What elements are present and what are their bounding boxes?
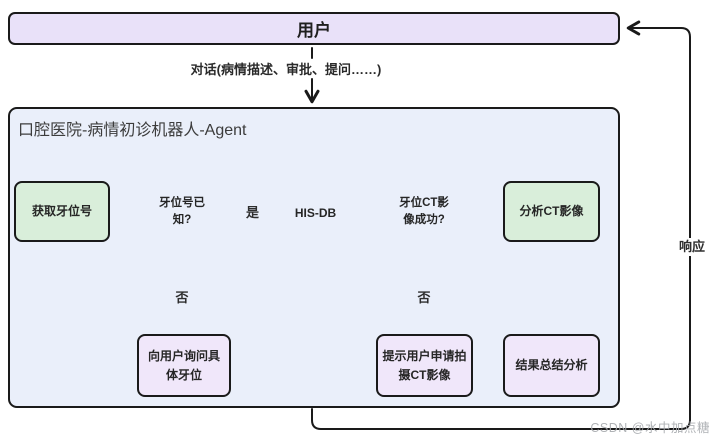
user-node: 用户 [8, 12, 620, 45]
node-ask-user-tooth: 向用户询问具体牙位 [137, 334, 231, 397]
node-get-tooth-number-label: 获取牙位号 [31, 204, 92, 219]
no-edge-label-right: 否 [411, 289, 437, 306]
decision-ct-ok-label: 牙位CT影像成功? [399, 197, 449, 227]
dialog-edge-label: 对话(病情描述、审批、提问……) [190, 62, 382, 77]
node-analyze-ct-label: 分析CT影像 [519, 204, 584, 219]
node-prompt-user-ct-label: 提示用户申请拍摄CT影像 [382, 348, 467, 382]
node-analyze-ct: 分析CT影像 [503, 181, 600, 242]
database-label: HIS-DB [294, 206, 337, 220]
decision-tooth-known-label: 牙位号已知? [159, 197, 205, 227]
user-node-label: 用户 [297, 21, 331, 40]
response-edge-label: 响应 [673, 238, 711, 256]
yes-edge-label: 是 [241, 204, 264, 221]
no-edge-label-left: 否 [169, 289, 195, 306]
node-prompt-user-ct: 提示用户申请拍摄CT影像 [376, 334, 473, 397]
edge-response-loop [311, 20, 691, 430]
node-ask-user-tooth-label: 向用户询问具体牙位 [147, 348, 220, 382]
agent-title: 口腔医院-病情初诊机器人-Agent [18, 122, 247, 139]
watermark-text: CSDN @水中加点糖 [590, 421, 710, 435]
node-result-summary: 结果总结分析 [503, 334, 600, 397]
node-result-summary-label: 结果总结分析 [515, 358, 588, 373]
node-get-tooth-number: 获取牙位号 [14, 181, 110, 242]
